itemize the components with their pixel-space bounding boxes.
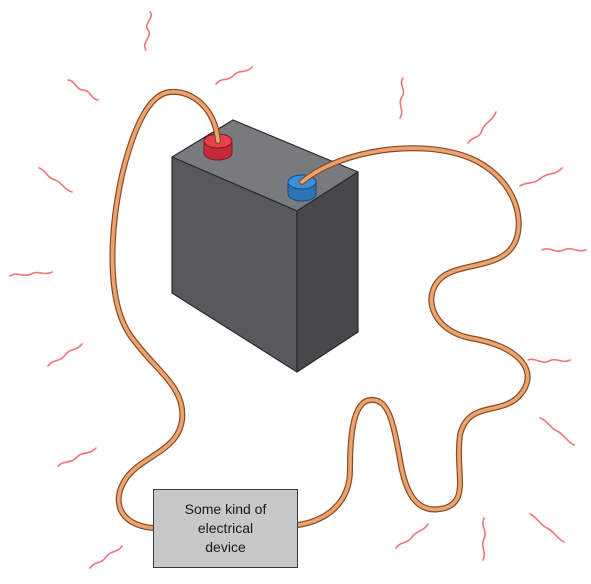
device-label-line-1: Some kind of xyxy=(184,501,267,517)
device-label-line-2: electrical xyxy=(197,520,254,536)
wire-positive xyxy=(109,88,221,531)
heat-squiggle-icon xyxy=(57,447,97,467)
heat-squiggle-icon xyxy=(395,523,429,549)
battery-side-face xyxy=(296,171,359,373)
device-label: Some kind of electrical device xyxy=(185,500,267,557)
device-label-line-3: device xyxy=(205,539,246,555)
heat-squiggle-icon xyxy=(541,247,587,252)
heat-squiggle-icon xyxy=(89,545,123,569)
heat-squiggle-icon xyxy=(67,79,99,101)
heat-squiggle-icon xyxy=(38,167,73,193)
battery-icon xyxy=(171,119,359,373)
heat-squiggle-icon xyxy=(519,167,563,187)
heat-squiggle-icon xyxy=(9,271,53,277)
heat-squiggle-icon xyxy=(399,77,405,119)
wire-negative xyxy=(295,145,531,528)
heat-squiggle-icon xyxy=(481,517,486,561)
heat-squiggles xyxy=(9,11,587,569)
heat-squiggle-icon xyxy=(47,343,83,367)
heat-squiggle-icon xyxy=(215,66,253,85)
heat-squiggle-icon xyxy=(467,111,497,144)
heat-squiggle-icon xyxy=(539,417,575,446)
heat-squiggle-icon xyxy=(529,513,565,543)
electrical-device-box: Some kind of electrical device xyxy=(153,489,298,568)
heat-squiggle-icon xyxy=(144,11,152,51)
heat-squiggle-icon xyxy=(527,358,571,363)
